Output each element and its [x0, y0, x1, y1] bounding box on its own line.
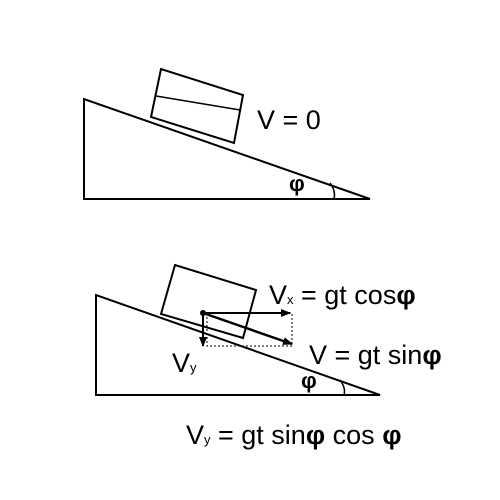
top-diagram	[83, 67, 371, 200]
vx-angle-symbol: φ	[396, 280, 416, 310]
bottom-angle-label: φ	[301, 368, 317, 393]
top-angle-arc	[329, 182, 336, 200]
v-expression: V = gt sin	[309, 340, 423, 370]
vector-origin-dot	[200, 310, 206, 316]
vy-symbol: V	[172, 348, 191, 378]
bottom-angle-arc	[339, 379, 346, 396]
vy-subscript: y	[190, 360, 197, 375]
bottom-diagram	[95, 263, 381, 396]
bottom-incline	[95, 293, 381, 396]
formula-vy-symbol: V	[186, 420, 205, 450]
v-label: V = gt sinφ	[309, 342, 442, 369]
top-incline	[83, 97, 371, 200]
vector-construction-lines	[206, 312, 293, 347]
bottom-block	[159, 263, 258, 340]
top-velocity-label: V = 0	[257, 105, 321, 135]
vx-symbol: V	[269, 280, 288, 310]
vy-formula: Vy = gt sinφ cos φ	[186, 422, 402, 449]
top-block	[149, 67, 245, 145]
v-angle-symbol: φ	[422, 340, 442, 370]
formula-part1: = gt sin	[210, 420, 306, 450]
vx-label: Vx = gt cosφ	[269, 282, 416, 309]
formula-angle-symbol-2: φ	[382, 420, 402, 450]
v-arrow	[202, 311, 293, 346]
vx-subscript: x	[287, 292, 294, 307]
formula-part2: cos	[325, 420, 383, 450]
top-angle-label: φ	[289, 171, 305, 196]
formula-angle-symbol-1: φ	[305, 420, 326, 450]
vy-label: Vy	[172, 350, 197, 377]
vx-expression: = gt cos	[293, 280, 397, 310]
formula-vy-subscript: y	[204, 432, 211, 447]
